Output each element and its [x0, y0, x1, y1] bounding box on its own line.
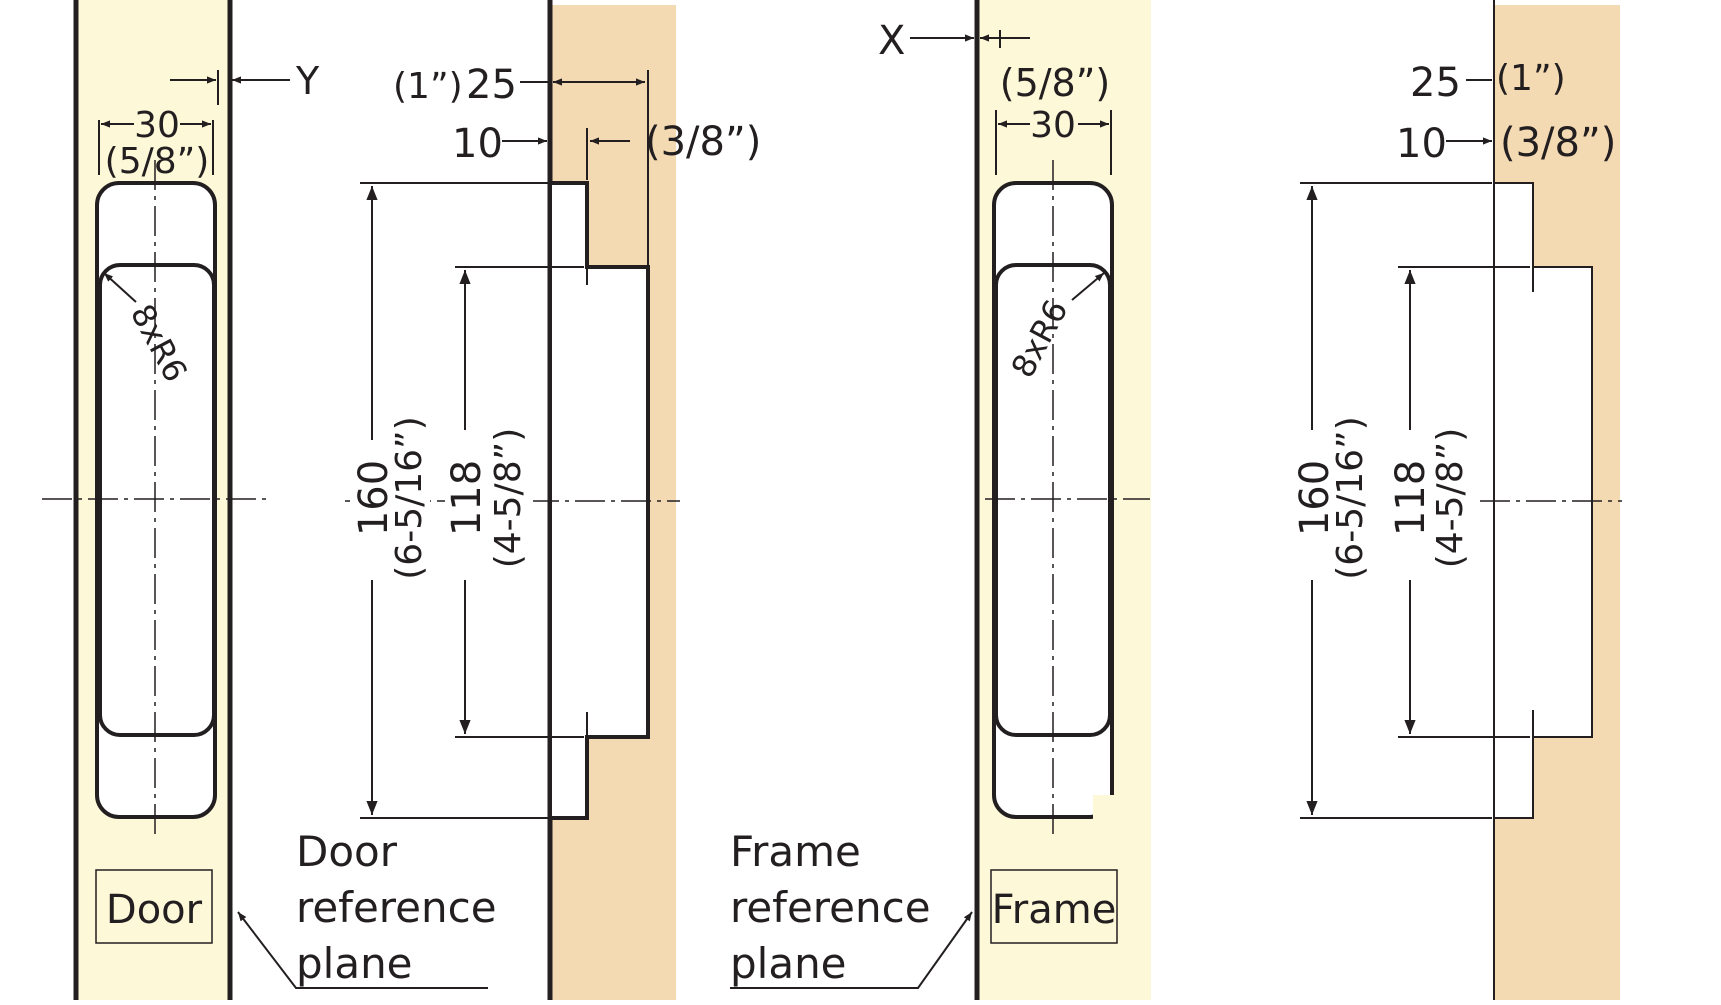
hinge-inner-outline — [98, 263, 216, 737]
door-height-118-in: (4-5/8”) — [488, 428, 529, 569]
door-depth-in: (1”) — [393, 66, 463, 107]
door-elevation: 30 (5/8”) Y 8xR6 Door — [42, 0, 320, 1000]
frame-section: 25 (1”) 10 (3/8”) 160 (6-5/16”) 118 (4-5… — [1292, 0, 1622, 1000]
door-tag-box — [95, 869, 213, 944]
frame-depth-in: (1”) — [1496, 58, 1566, 99]
frame-height-118-in: (4-5/8”) — [1430, 428, 1471, 569]
frame-height-118-mm: 118 — [1388, 460, 1434, 536]
x-offset-label: X — [878, 18, 905, 64]
frame-radius-leader — [1071, 272, 1105, 301]
door-reference-line3: plane — [296, 939, 413, 988]
door-height-118-mm: 118 — [444, 460, 490, 536]
radius-leader — [103, 272, 137, 303]
frame-reference-line1: Frame — [730, 827, 861, 876]
door-height-160-mm: 160 — [351, 460, 397, 536]
frame-step-mm: 10 — [1396, 121, 1447, 167]
door-section: (1”) 25 10 (3/8”) 160 (6-5/16”) 118 (4-5… — [237, 0, 761, 1000]
door-depth-mm: 25 — [466, 62, 517, 108]
frame-elevation: X (5/8”) 30 8xR6 Frame Frame reference p… — [730, 0, 1151, 1000]
door-width-mm: 30 — [134, 105, 180, 146]
door-step-in: (3/8”) — [645, 119, 761, 165]
frame-step-in: (3/8”) — [1500, 120, 1616, 166]
door-step-mm: 10 — [452, 121, 503, 167]
door-height-160-in: (6-5/16”) — [389, 416, 430, 579]
door-tag-label: Door — [106, 887, 203, 933]
frame-height-160-mm: 160 — [1292, 460, 1338, 536]
frame-tag-box — [990, 869, 1118, 944]
frame-reference-leader — [730, 911, 973, 989]
frame-width-in: (5/8”) — [1000, 61, 1111, 105]
frame-height-160-in: (6-5/16”) — [1330, 416, 1371, 579]
frame-reference-line3: plane — [730, 939, 847, 988]
frame-tag-label: Frame — [992, 887, 1117, 933]
door-reference-leader — [237, 911, 488, 989]
door-reference-line2: reference — [296, 883, 497, 932]
door-width-in: (5/8”) — [105, 141, 210, 182]
frame-depth-mm: 25 — [1410, 60, 1461, 106]
door-reference-line1: Door — [296, 827, 398, 876]
y-offset-label: Y — [295, 59, 320, 103]
frame-reference-line2: reference — [730, 883, 931, 932]
frame-width-mm: 30 — [1030, 105, 1076, 146]
